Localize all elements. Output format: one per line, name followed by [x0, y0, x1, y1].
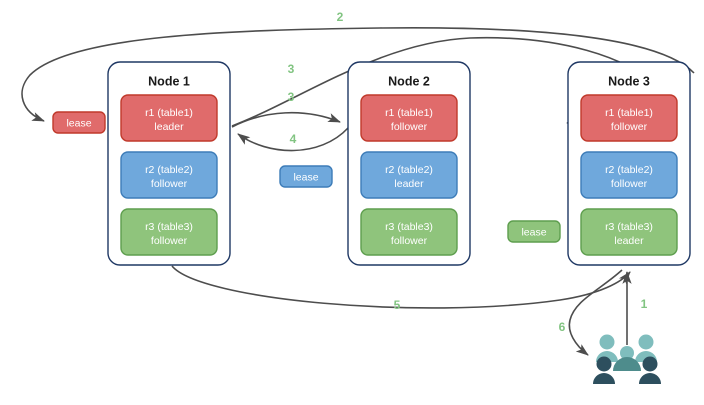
- node-3[interactable]: Node 3 r1 (table1) follower r2 (table2) …: [567, 61, 691, 266]
- node-2-replica-r1-name: r1 (table1): [385, 107, 433, 119]
- node-1-replica-r2-box: [120, 151, 218, 199]
- lease-green[interactable]: lease: [507, 220, 561, 243]
- node-2-replica-r3[interactable]: r3 (table3) follower: [360, 208, 458, 256]
- node-2-replica-r3-box: [360, 208, 458, 256]
- node-3-replica-r2-box: [580, 151, 678, 199]
- node-3-replica-r2-name: r2 (table2): [605, 164, 653, 176]
- edge-step-5: [171, 265, 631, 309]
- edge-step-2: [21, 27, 695, 122]
- step-label-6: 6: [559, 320, 566, 334]
- node-1-title: Node 1: [148, 74, 190, 88]
- node-3-title: Node 3: [608, 74, 650, 88]
- node-1-replica-r3-role: follower: [151, 235, 188, 247]
- node-3-replica-r1-box: [580, 94, 678, 142]
- lease-green-box: [507, 220, 561, 243]
- node-2-replica-r3-name: r3 (table3): [385, 221, 433, 233]
- step-label-5: 5: [394, 298, 401, 312]
- node-2-replica-r2[interactable]: r2 (table2) leader: [360, 151, 458, 199]
- lease-blue[interactable]: lease: [279, 165, 333, 188]
- node-2-title: Node 2: [388, 74, 430, 88]
- step-label-1: 1: [641, 297, 648, 311]
- people-group-icon: [593, 334, 661, 384]
- edge-step-6: [568, 269, 623, 356]
- node-2-replica-r3-role: follower: [391, 235, 428, 247]
- step-label-3a: 3: [288, 62, 295, 76]
- lease-red-box: [52, 111, 106, 134]
- node-1-replica-r1[interactable]: r1 (table1) leader: [120, 94, 218, 142]
- lease-blue-label: lease: [293, 171, 318, 183]
- node-1-replica-r1-role: leader: [154, 121, 184, 133]
- node-3-replica-r2[interactable]: r2 (table2) follower: [580, 151, 678, 199]
- step-label-2: 2: [337, 10, 344, 24]
- node-2-replica-r1-role: follower: [391, 121, 428, 133]
- node-1-replica-r2[interactable]: r2 (table2) follower: [120, 151, 218, 199]
- lease-red[interactable]: lease: [52, 111, 106, 134]
- node-3-replica-r3-box: [580, 208, 678, 256]
- node-1-replica-r1-box: [120, 94, 218, 142]
- node-2-replica-r1[interactable]: r1 (table1) follower: [360, 94, 458, 142]
- node-3-replica-r3-name: r3 (table3): [605, 221, 653, 233]
- node-1[interactable]: Node 1 r1 (table1) leader r2 (table2) fo…: [107, 61, 231, 266]
- node-1-replica-r3-name: r3 (table3): [145, 221, 193, 233]
- node-1-replica-r3-box: [120, 208, 218, 256]
- node-3-replica-r3-role: leader: [614, 235, 644, 247]
- node-2-replica-r2-name: r2 (table2): [385, 164, 433, 176]
- lease-red-label: lease: [66, 117, 91, 129]
- node-2-replica-r2-box: [360, 151, 458, 199]
- edge-step-4: [237, 127, 349, 152]
- node-2-replica-r2-role: leader: [394, 178, 424, 190]
- step-label-4: 4: [290, 132, 297, 146]
- node-2-replica-r1-box: [360, 94, 458, 142]
- node-3-replica-r2-role: follower: [611, 178, 648, 190]
- node-1-replica-r2-name: r2 (table2): [145, 164, 193, 176]
- node-3-replica-r1-role: follower: [611, 121, 648, 133]
- lease-green-label: lease: [521, 226, 546, 238]
- edge-step-3-to-node2: [231, 111, 341, 128]
- lease-blue-box: [279, 165, 333, 188]
- node-1-replica-r1-name: r1 (table1): [145, 107, 193, 119]
- node-3-replica-r1-name: r1 (table1): [605, 107, 653, 119]
- node-2[interactable]: Node 2 r1 (table1) follower r2 (table2) …: [347, 61, 471, 266]
- node-3-replica-r1[interactable]: r1 (table1) follower: [580, 94, 678, 142]
- node-1-replica-r3[interactable]: r3 (table3) follower: [120, 208, 218, 256]
- node-3-replica-r3[interactable]: r3 (table3) leader: [580, 208, 678, 256]
- step-label-3b: 3: [288, 90, 295, 104]
- node-1-replica-r2-role: follower: [151, 178, 188, 190]
